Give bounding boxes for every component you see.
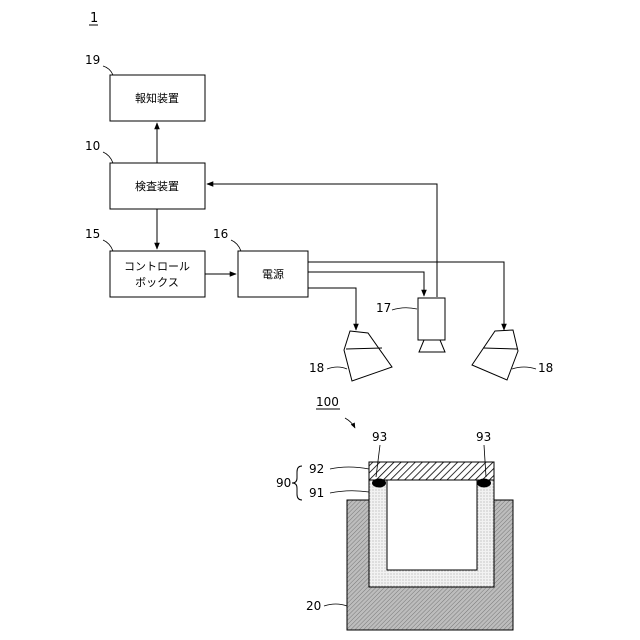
body-leader [330,491,369,493]
notify-block: 報知装置 [110,75,205,121]
right-light-device [472,330,518,380]
power-ref: 16 [213,227,228,241]
group-brace [292,466,302,500]
seal-left-ref: 93 [372,430,387,444]
right-light-leader [512,367,536,369]
cover-ref: 92 [309,462,324,476]
notify-label: 報知装置 [135,91,179,105]
base-ref: 20 [306,599,321,613]
arrow-power-to-camera [308,272,424,296]
camera-device [418,298,445,352]
control-ref: 15 [85,227,100,241]
right-light-ref: 18 [538,361,553,375]
seal-right-ref: 93 [476,430,491,444]
container-body [369,478,494,587]
workpiece-arrow [345,418,355,428]
seal-left [372,479,386,488]
camera-ref: 17 [376,301,391,315]
cover-plate [369,462,494,480]
notify-leader [103,66,113,75]
control-label-line1: コントロール [124,260,190,273]
inspect-ref: 10 [85,139,100,153]
power-label: 電源 [262,267,284,281]
arrow-power-to-left-light [308,288,356,330]
control-leader [103,240,113,251]
left-light-ref: 18 [309,361,324,375]
control-label-line2: ボックス [135,276,179,289]
base-leader [324,604,347,606]
camera-leader [392,308,417,310]
left-light-device [344,331,392,381]
inspect-label: 検査装置 [135,179,179,193]
body-ref: 91 [309,486,324,500]
control-box-block: コントロール ボックス [110,251,205,297]
power-leader [231,240,241,251]
figure-number: 1 [90,11,98,26]
group-ref: 90 [276,476,291,490]
workpiece-ref: 100 [316,395,339,409]
power-block: 電源 [238,251,308,297]
left-light-leader [327,367,347,369]
seal-right [477,479,491,488]
cover-leader [330,467,369,469]
notify-ref: 19 [85,53,100,67]
inspect-leader [103,152,113,163]
inspect-block: 検査装置 [110,163,205,209]
